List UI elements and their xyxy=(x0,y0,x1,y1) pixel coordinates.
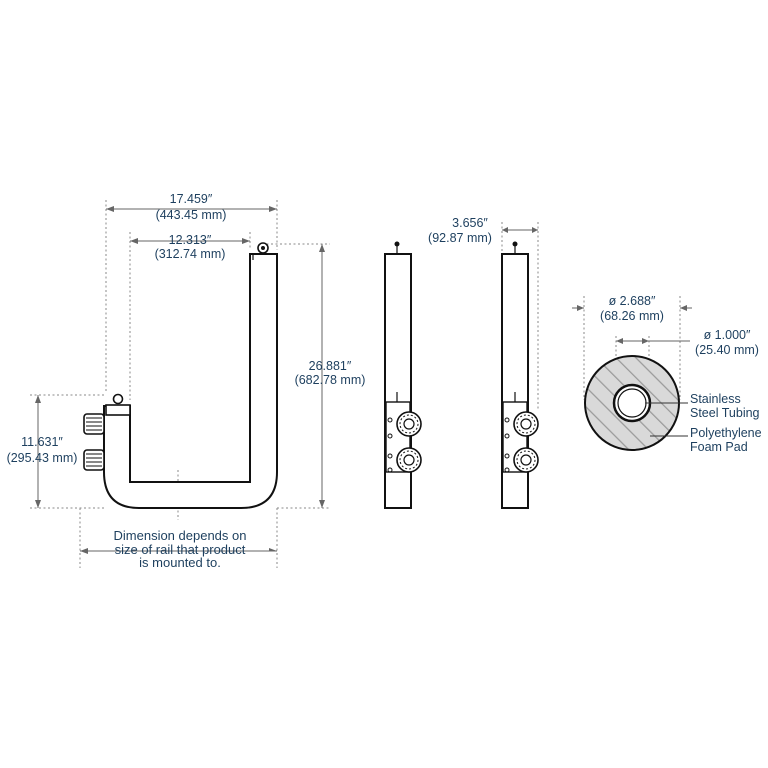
inner-width-in: 12.313″ xyxy=(169,233,212,247)
height-in: 26.881″ xyxy=(309,359,352,373)
tubing-label-2: Steel Tubing xyxy=(690,406,760,420)
lower-height-in: 11.631″ xyxy=(21,435,63,449)
gear-icon xyxy=(513,411,539,437)
inner-width-mm: (312.74 mm) xyxy=(155,247,226,261)
tube-outline xyxy=(103,253,278,509)
knob-upper-icon xyxy=(83,413,105,435)
front-view: 17.459″ (443.45 mm) 12.313″ (312.74 mm) … xyxy=(7,192,366,570)
foam-label-2: Foam Pad xyxy=(690,440,748,454)
knob-lower-icon xyxy=(83,449,105,471)
pad-diameter-mm: (68.26 mm) xyxy=(600,309,664,323)
foam-label-1: Polyethylene xyxy=(690,426,762,440)
gear-icon xyxy=(396,447,422,473)
lower-height-mm: (295.43 mm) xyxy=(7,451,78,465)
note-line-2: size of rail that product xyxy=(115,542,246,557)
gear-icon xyxy=(513,447,539,473)
side-width-mm: (92.87 mm) xyxy=(428,231,492,245)
tubing-label-1: Stainless xyxy=(690,392,741,406)
tube-diameter-mm: (25.40 mm) xyxy=(695,343,759,357)
overall-width-mm: (443.45 mm) xyxy=(156,208,227,222)
tube-diameter-in: ø 1.000″ xyxy=(704,328,751,342)
side-width-in: 3.656″ xyxy=(452,216,488,230)
side-view-1 xyxy=(384,241,422,509)
gear-icon xyxy=(396,411,422,437)
side-view-2: 3.656″ (92.87 mm) xyxy=(428,216,539,509)
overall-width-in: 17.459″ xyxy=(170,192,213,206)
cross-section-view: ø 2.688″ (68.26 mm) ø 1.000″ (25.40 mm) … xyxy=(572,294,762,454)
note-line-3: is mounted to. xyxy=(139,555,221,570)
note-line-1: Dimension depends on xyxy=(114,528,247,543)
height-mm: (682.78 mm) xyxy=(295,373,366,387)
pad-diameter-in: ø 2.688″ xyxy=(609,294,656,308)
lower-eyelet-icon xyxy=(112,393,124,405)
